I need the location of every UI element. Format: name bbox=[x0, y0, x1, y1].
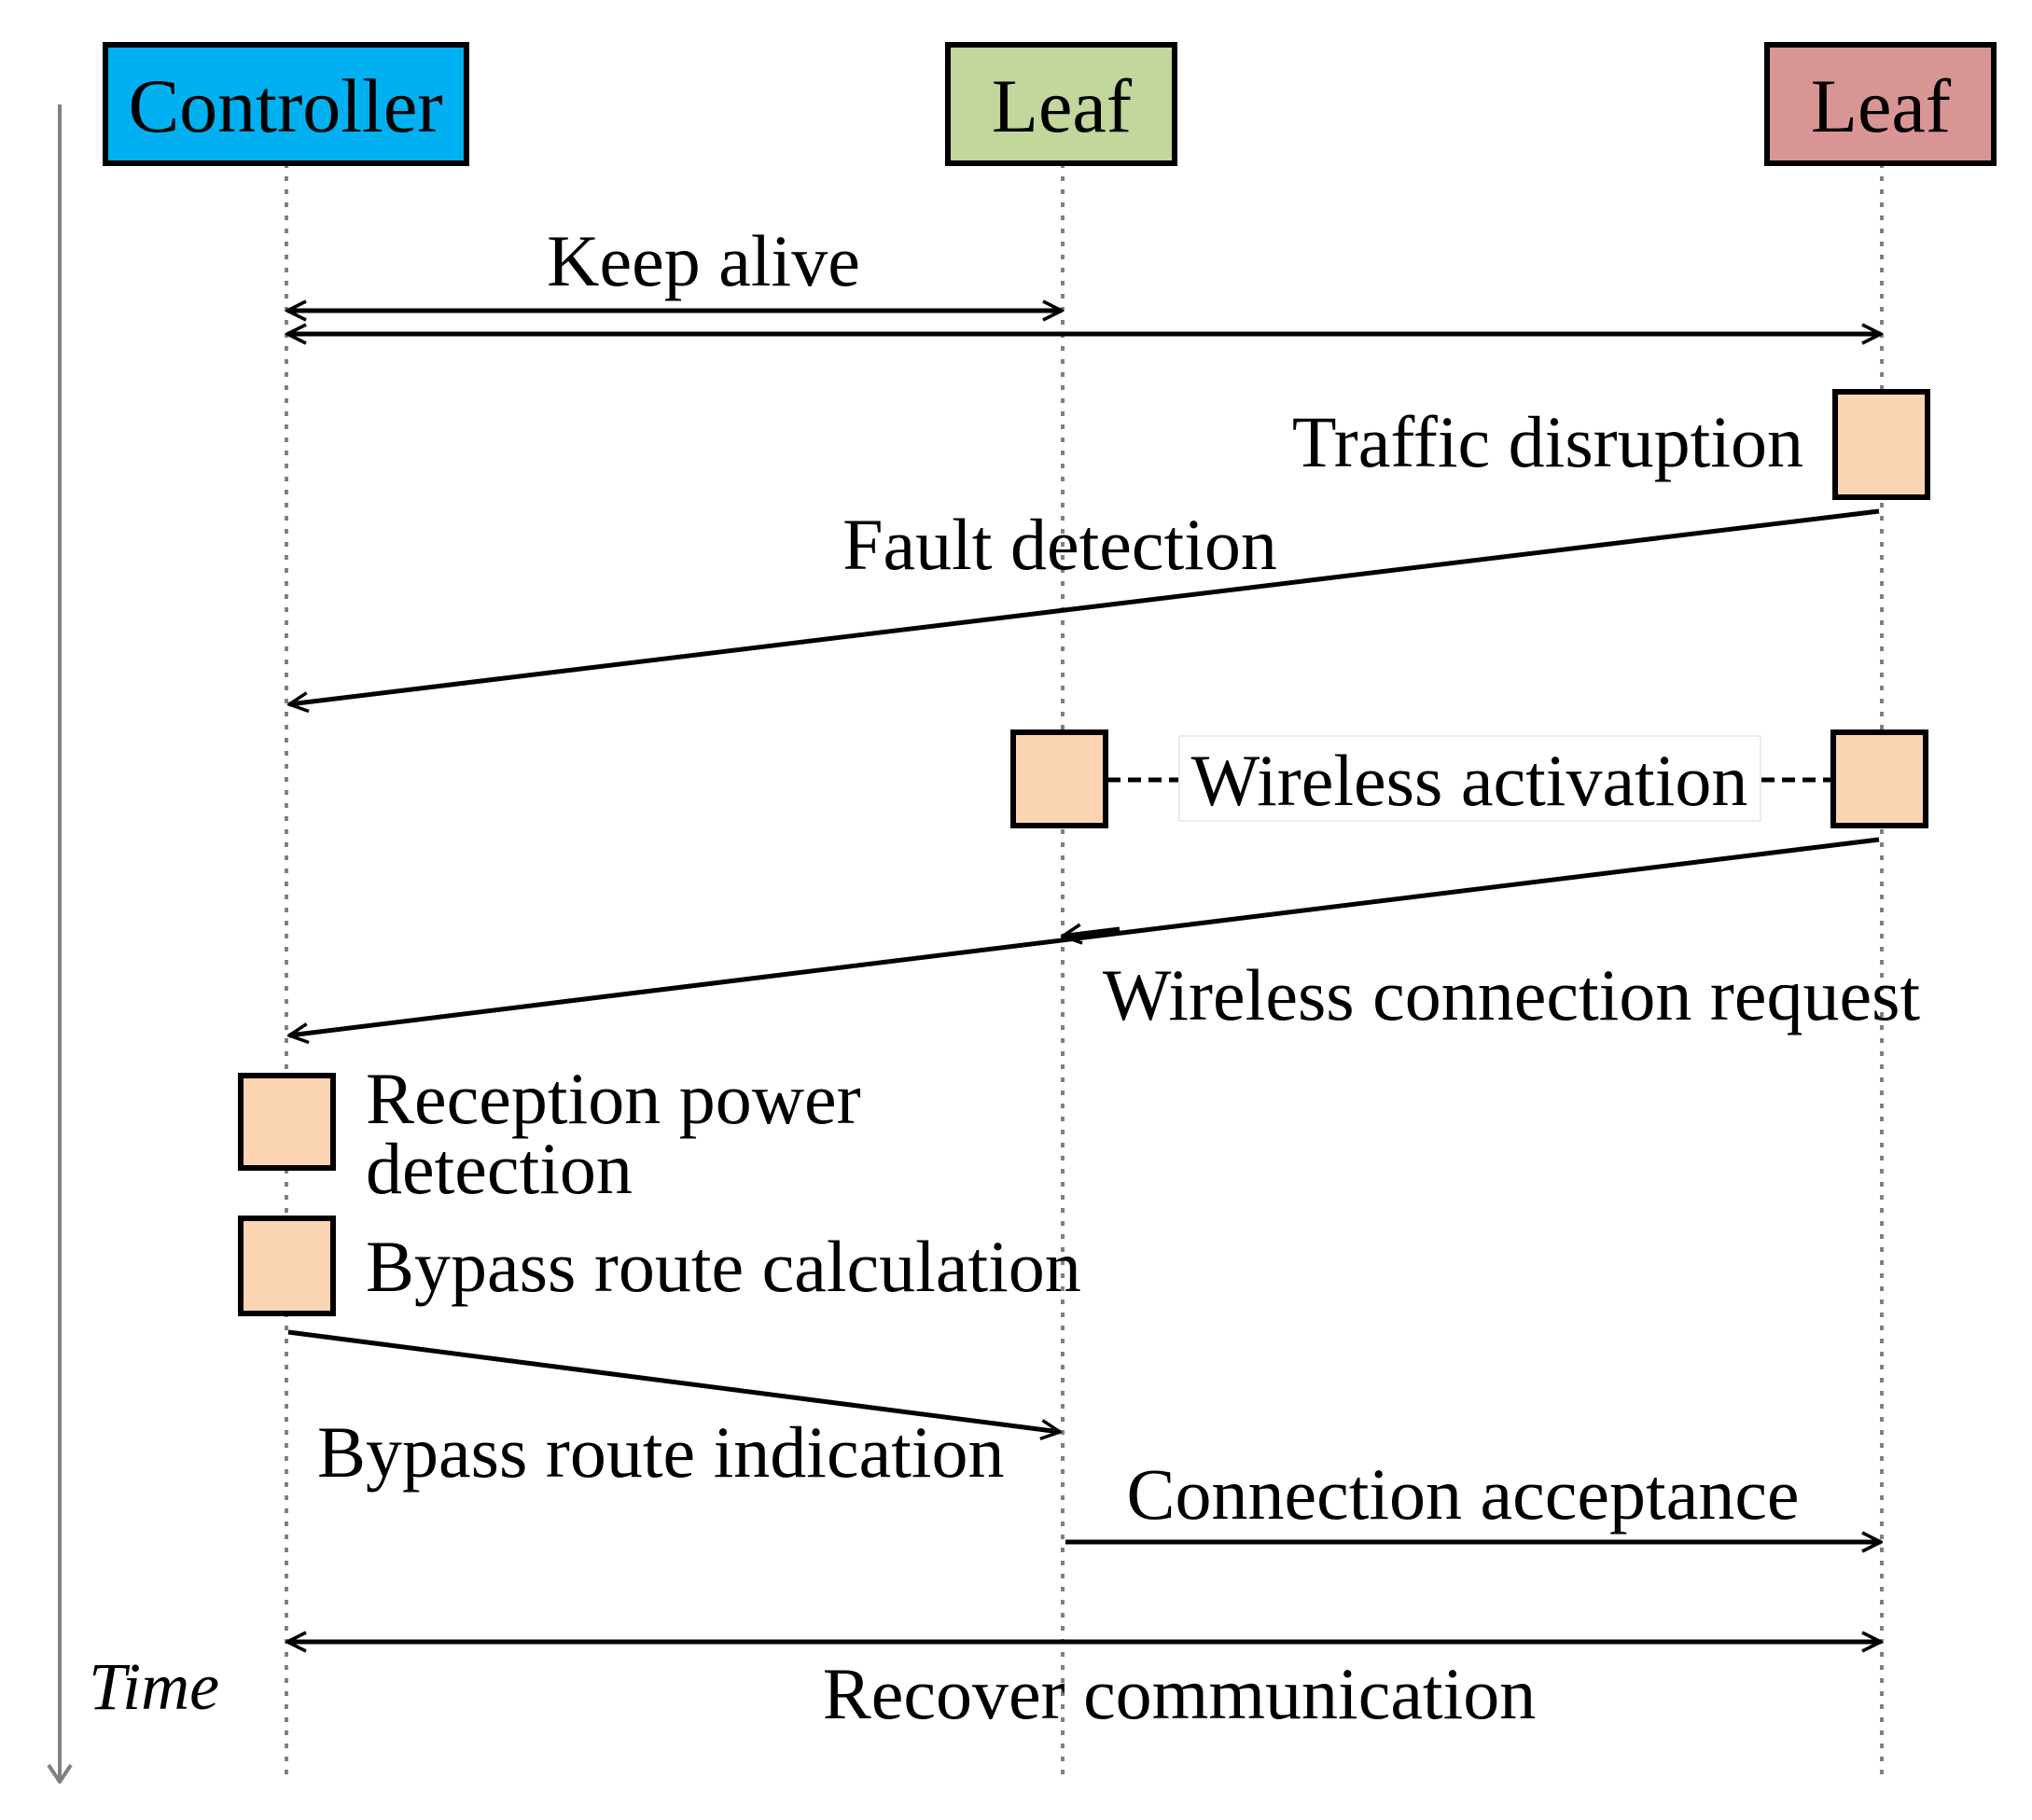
bypass-route-indication-label: Bypass route indication bbox=[317, 1411, 1005, 1493]
participant-box bbox=[103, 42, 469, 166]
participant-box bbox=[1764, 42, 1997, 166]
reception-power-detection-label-line1: Reception power bbox=[366, 1058, 861, 1139]
participant-label: Leaf bbox=[992, 63, 1133, 148]
keep-alive-label: Keep alive bbox=[547, 220, 860, 301]
bypass-route-calculation-label: Bypass route calculation bbox=[366, 1226, 1081, 1307]
participant-label: Leaf bbox=[1811, 63, 1952, 148]
reception-power-detection-box bbox=[238, 1073, 336, 1171]
wireless-activation-box-leaf-green bbox=[1010, 729, 1108, 828]
bypass-route-calculation-box bbox=[238, 1216, 336, 1316]
wireless-activation-box-leaf-red bbox=[1830, 729, 1928, 828]
wireless-connection-request-arrowhead-leaf-green bbox=[1063, 929, 1120, 937]
participant-leaf-red: Leaf bbox=[1764, 42, 1997, 166]
traffic-disruption-box bbox=[1832, 389, 1930, 500]
participant-controller: Controller bbox=[103, 42, 469, 166]
reception-power-detection-label-line2: detection bbox=[366, 1128, 633, 1209]
wireless-activation-label-box bbox=[1178, 735, 1761, 822]
wireless-connection-request-arrow bbox=[289, 837, 1880, 1035]
wireless-connection-request-label: Wireless connection request bbox=[1103, 954, 1921, 1035]
wireless-activation-label: Wireless activation bbox=[1191, 740, 1748, 821]
traffic-disruption-label: Traffic disruption bbox=[1292, 401, 1803, 482]
participant-leaf-green: Leaf bbox=[945, 42, 1177, 166]
bypass-route-indication-arrow bbox=[287, 1329, 1060, 1432]
recover-communication-label: Recover communication bbox=[823, 1653, 1537, 1734]
connection-acceptance-label: Connection acceptance bbox=[1126, 1453, 1799, 1535]
fault-detection-label: Fault detection bbox=[842, 504, 1277, 585]
participant-label: Controller bbox=[128, 63, 442, 148]
time-axis-label: Time bbox=[89, 1649, 219, 1724]
participant-box bbox=[945, 42, 1177, 166]
fault-detection-arrow bbox=[289, 508, 1880, 704]
